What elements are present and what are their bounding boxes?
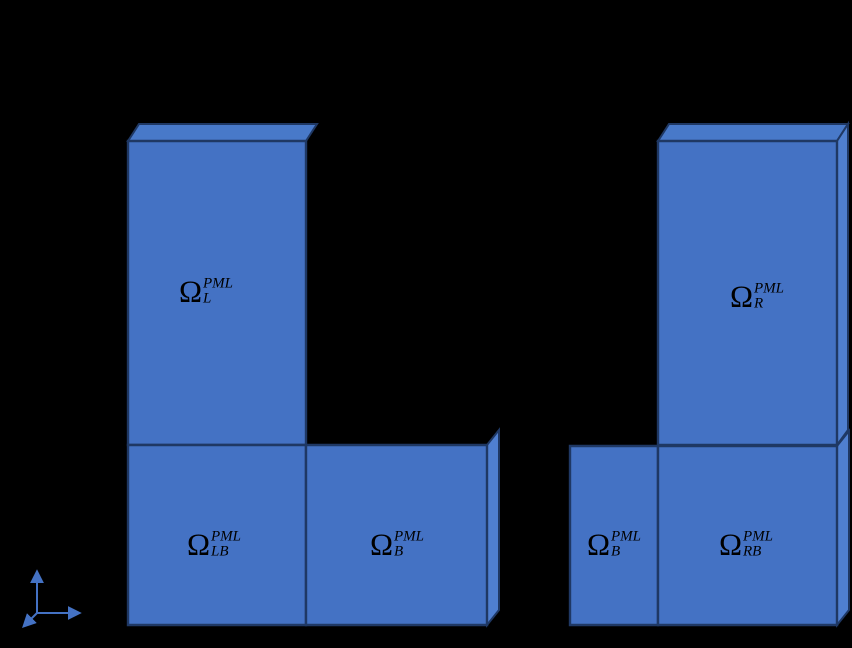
omega-RB-side-face bbox=[836, 428, 850, 628]
omega-B-left-front-face bbox=[304, 443, 489, 627]
omega-symbol: Ω bbox=[369, 526, 394, 562]
right-domain-group bbox=[568, 120, 850, 628]
label-omega-L: Ω PML L bbox=[179, 276, 233, 307]
omega-symbol: Ω bbox=[718, 526, 743, 562]
left-domain-group bbox=[126, 123, 500, 628]
subscript: RB bbox=[743, 543, 762, 559]
omega-R-top-face bbox=[656, 123, 850, 142]
omega-symbol: Ω bbox=[729, 278, 754, 314]
omega-symbol: Ω bbox=[178, 273, 203, 309]
superscript: PML bbox=[754, 280, 785, 296]
superscript: PML bbox=[211, 528, 242, 544]
omega-symbol: Ω bbox=[586, 526, 611, 562]
label-omega-LB: Ω PML LB bbox=[187, 529, 241, 560]
omega-scripts: PML B bbox=[611, 529, 641, 559]
label-omega-B-left: Ω PML B bbox=[370, 529, 424, 560]
label-omega-B-right: Ω PML B bbox=[587, 529, 641, 560]
omega-L-top-face bbox=[126, 123, 319, 142]
label-omega-RB: Ω PML RB bbox=[719, 529, 773, 560]
omega-scripts: PML B bbox=[394, 529, 424, 559]
subscript: B bbox=[611, 543, 621, 559]
omega-scripts: PML L bbox=[203, 276, 233, 306]
label-omega-R: Ω PML R bbox=[730, 281, 784, 312]
omega-scripts: PML RB bbox=[743, 529, 773, 559]
omega-RB-front-face bbox=[656, 444, 839, 627]
omega-symbol: Ω bbox=[186, 526, 211, 562]
superscript: PML bbox=[743, 528, 774, 544]
omega-scripts: PML LB bbox=[211, 529, 241, 559]
omega-scripts: PML R bbox=[754, 281, 784, 311]
omega-R-side-face bbox=[836, 120, 849, 449]
superscript: PML bbox=[611, 528, 642, 544]
coordinate-axes-icon bbox=[22, 569, 82, 628]
subscript: L bbox=[203, 290, 212, 306]
superscript: PML bbox=[203, 275, 234, 291]
axis-depth-arrow bbox=[22, 612, 38, 628]
subscript: B bbox=[394, 543, 404, 559]
subscript: R bbox=[754, 295, 764, 311]
omega-B-left-side-face bbox=[486, 427, 500, 628]
superscript: PML bbox=[394, 528, 425, 544]
subscript: LB bbox=[211, 543, 229, 559]
